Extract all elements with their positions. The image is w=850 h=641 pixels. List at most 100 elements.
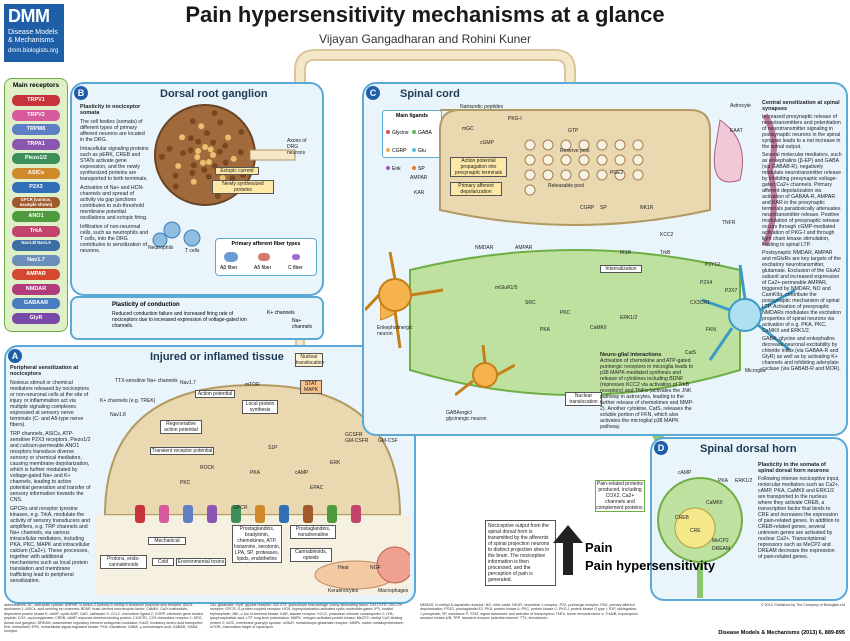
vesicle [614, 169, 626, 181]
drg-granule [229, 175, 236, 182]
abbreviations-2: Glu, glutamate; GlyR, glycine receptor; … [210, 603, 404, 630]
axons-label: Axons of DRG neurons [287, 138, 307, 156]
regenerative-ap-box: Regenerative action potential [160, 420, 202, 434]
epac-label: EPAC [310, 485, 324, 491]
cold-box: Cold [152, 558, 174, 566]
conduction-box: Plasticity of conduction Reduced conduct… [70, 296, 324, 340]
neuroglia-text: Activation of chemokine and ATP-gated pu… [600, 358, 694, 430]
enkephalinergic-neuron [365, 251, 444, 349]
prostaglandins-box: Prostaglandins, bradykinin, chemokines, … [232, 525, 282, 563]
membrane-channel [231, 505, 241, 523]
astrocyte-label: Astrocyte [730, 103, 751, 109]
ap-propagation-box: Action potential propagation into presyn… [450, 157, 507, 177]
trkb-label: TrkB [660, 250, 671, 256]
mechanical-box: Mechanical [148, 537, 186, 545]
membrane-channel [327, 505, 337, 523]
drg-granule [194, 154, 201, 161]
membrane-channel [135, 505, 145, 523]
vesicle [542, 169, 554, 181]
kcc2-label: KCC2 [660, 232, 674, 238]
ik1r-label: IK1R [620, 250, 632, 256]
adelta-fiber-icon [258, 253, 270, 261]
pka-label-d: PKA [718, 478, 729, 484]
cats-label: CatS [685, 350, 697, 356]
astrocyte-shape [713, 119, 743, 183]
vesicle [560, 169, 572, 181]
neuroglia-heading: Neuro-glial interactions [600, 352, 662, 358]
receptor-12: AMPAR [12, 269, 60, 280]
vesicle [578, 169, 590, 181]
nociceptive-output-box: Nociceptive output from the spinal dorsa… [485, 520, 556, 586]
drg-granule [217, 119, 224, 126]
drg-granule [187, 147, 194, 154]
vesicle [542, 139, 554, 151]
vesicle [560, 139, 572, 151]
ligand-label: Enk [392, 166, 401, 172]
drg-granule [219, 175, 226, 182]
local-synthesis-box: Local protein synthesis [242, 400, 278, 414]
microglia-body [728, 298, 762, 332]
vesicle [560, 154, 572, 166]
k-channel-label: K+ channels (e.g. TREK) [100, 398, 156, 404]
drg-granule [203, 130, 210, 137]
drg-granule [230, 155, 237, 162]
receptor-5: ASICs [12, 167, 60, 179]
sp-label: SP [600, 205, 607, 211]
fiber-c: C fiber [288, 265, 303, 271]
drg-granule [195, 138, 202, 145]
newly-synthesized-box: Newly synthesized proteins [212, 180, 274, 194]
drg-granule [180, 149, 187, 156]
panel-a-bullet-3: GPCRs and receptor tyrosine kinases, e.g… [10, 506, 90, 584]
postsynaptic-neuron [409, 249, 741, 396]
vesicle [578, 154, 590, 166]
ligand-0: Glycine [386, 128, 412, 138]
microglia-illustration [701, 264, 796, 361]
eaat-label: EAAT [730, 128, 743, 134]
drg-granule [210, 152, 216, 158]
pain-hypersensitivity-label: Pain hypersensitivity [585, 558, 716, 573]
ligand-2: CGRP [386, 146, 412, 156]
ligand-label: CGRP [392, 148, 407, 154]
pkc-label-c: PKC [560, 310, 571, 316]
citation: Disease Models & Mechanisms (2013) 6, 88… [718, 630, 845, 636]
dmm-logo: DMM Disease Models & Mechanisms dmm.biol… [4, 4, 64, 62]
reserve-pool-label: Reserve pool [560, 148, 590, 154]
vesicle [632, 154, 644, 166]
membrane-channel [159, 505, 169, 523]
drg-granule [211, 110, 218, 117]
transient-rp-box: Transient receptor potential [150, 447, 214, 455]
gpcr-label-a: GPCR [233, 505, 248, 511]
copyright: © 2013. Published by The Company of Biol… [760, 603, 845, 607]
macrophage-cell [376, 546, 410, 584]
p2x4-label: P2X4 [700, 280, 713, 286]
dorsal-horn-neuron [657, 477, 743, 598]
membrane-channel [255, 505, 265, 523]
panel-c-title: Spinal cord [400, 88, 460, 100]
drg-granule [221, 142, 228, 149]
drg-granule [205, 158, 212, 165]
drg-granule [210, 139, 217, 146]
output-arrow-icon [553, 525, 583, 575]
receptor-6: P2X3 [12, 182, 60, 193]
panel-c-notes: Central sensitization at spinal synapses… [762, 100, 842, 372]
receptor-9: TrkA [12, 225, 60, 237]
drg-granule [172, 183, 179, 190]
panel-a-notes: Peripheral sensitization at nociceptors … [10, 365, 92, 584]
neutrophil-cell-2 [152, 232, 168, 248]
drg-granule [207, 146, 214, 153]
gcsfr-label: GCSFR GM-CSFR [345, 432, 369, 444]
pge2-label: PGE2 [610, 170, 624, 176]
abbreviations-3: NMDAR, N-methyl-D-aspartate receptor; NO… [420, 603, 638, 621]
c-fiber-icon [292, 254, 300, 260]
nk1-label: NK1R [640, 205, 654, 211]
panel-c-bullet-2: Several molecular mediators, such as enk… [762, 152, 842, 248]
drg-granule [202, 144, 209, 151]
membrane-channel [303, 505, 313, 523]
vesicle [524, 169, 536, 181]
natriuretic-label: Natriuretic peptides [460, 104, 504, 110]
pka-label-c: PKA [540, 327, 551, 333]
synapse-illustration [380, 109, 743, 396]
ampar-pre-label: AMPAR [410, 175, 428, 181]
neuroglia-notes: Neuro-glial interactions Activation of c… [600, 352, 695, 430]
synaptic-vesicles [524, 139, 644, 196]
